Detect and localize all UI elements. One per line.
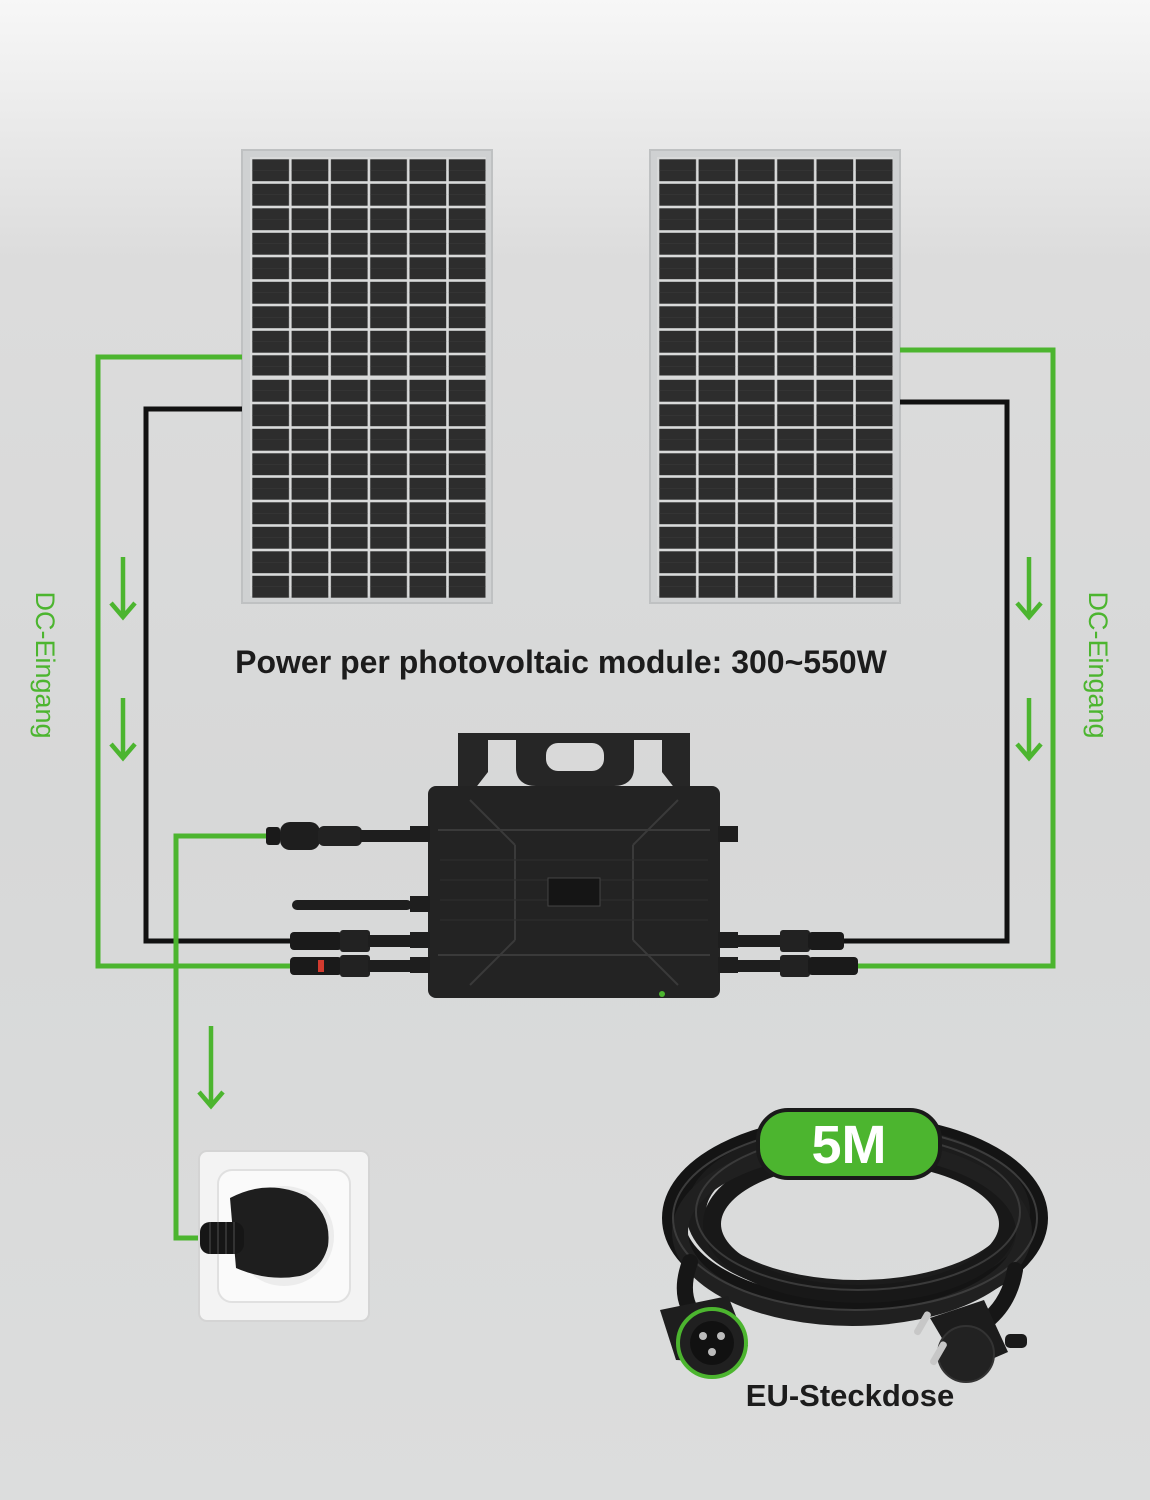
mc4-connector-right-negative	[736, 930, 844, 952]
socket-type-caption: EU-Steckdose	[745, 1378, 955, 1413]
wall-socket	[198, 1150, 370, 1322]
solar-panel-right	[649, 149, 901, 604]
schuko-plug-end	[914, 1300, 1027, 1383]
antenna	[292, 900, 412, 910]
ac-connector	[266, 822, 412, 850]
arrow-down-icon	[109, 557, 137, 621]
arrow-down-icon	[1015, 557, 1043, 621]
mc4-connector-right-positive	[736, 955, 858, 977]
arrow-down-icon	[109, 698, 137, 762]
mc4-connector-left-positive	[290, 955, 412, 977]
mc4-connector-left-negative	[290, 930, 412, 952]
wire-left-negative	[143, 406, 292, 944]
solar-panel-left	[241, 149, 493, 604]
cable-connector-end	[660, 1296, 748, 1379]
cable-length-badge: 5M	[756, 1108, 942, 1180]
microinverter	[410, 733, 738, 998]
wire-left-positive	[95, 354, 292, 969]
wire-ac-output	[173, 833, 270, 1241]
arrow-down-icon	[1015, 698, 1043, 762]
module-power-caption: Power per photovoltaic module: 300~550W	[235, 644, 887, 680]
wire-right-negative	[840, 399, 1010, 944]
wire-right-positive	[856, 347, 1056, 969]
arrow-down-icon	[197, 1026, 225, 1110]
